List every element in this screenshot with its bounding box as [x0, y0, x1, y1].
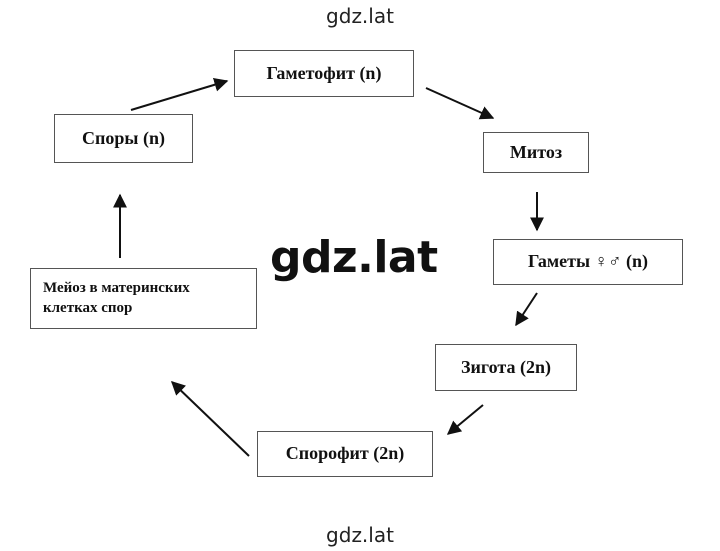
watermark-center: gdz.lat: [270, 232, 438, 283]
node-gametophyte: Гаметофит (n): [234, 50, 414, 97]
arrow-gametophyte-to-mitosis: [425, 87, 495, 120]
node-zygote: Зигота (2n): [435, 344, 577, 391]
node-meiosis: Мейоз в материнских клетках спор: [30, 268, 257, 329]
node-gametophyte-label: Гаметофит (n): [266, 62, 382, 83]
arrow-gametes-to-zygote: [515, 292, 538, 327]
node-spores-label: Споры (n): [82, 127, 165, 148]
arrow-spores-to-gametophyte: [130, 77, 229, 111]
arrow-zygote-to-sporophyte: [446, 404, 484, 435]
watermark-top: gdz.lat: [326, 4, 394, 28]
node-gametes: Гаметы ♀♂ (n): [493, 239, 683, 285]
node-zygote-label: Зигота (2n): [461, 356, 551, 377]
arrow-sporophyte-to-meiosis: [170, 381, 250, 457]
node-mitosis: Митоз: [483, 132, 589, 173]
node-sporophyte: Спорофит (2n): [257, 431, 433, 477]
watermark-bottom: gdz.lat: [326, 523, 394, 547]
node-sporophyte-label: Спорофит (2n): [285, 443, 405, 464]
node-meiosis-line2: клетках спор: [43, 299, 133, 316]
node-spores: Споры (n): [54, 114, 193, 163]
node-mitosis-label: Митоз: [509, 141, 563, 162]
node-meiosis-line1: Мейоз в материнских: [43, 280, 190, 296]
node-gametes-label: Гаметы ♀♂ (n): [527, 251, 648, 272]
